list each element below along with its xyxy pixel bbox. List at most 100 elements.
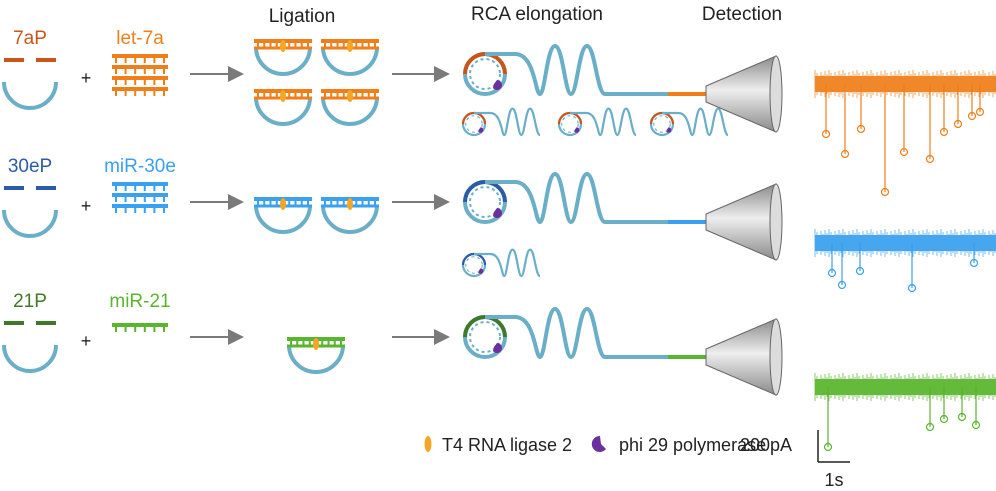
target-strand [112,54,168,63]
inner-strand [469,321,501,353]
event-marker [925,154,935,164]
target-label: miR-21 [109,291,170,312]
row-7ap: 7aP+let-7a [2,28,712,126]
event-marker [925,422,935,432]
event-marker [975,107,985,117]
inner-strand [469,186,501,218]
event-marker [907,283,917,293]
ligated-complex [321,89,379,126]
plus-sign: + [81,68,92,88]
rca-complex-small [461,248,541,278]
legend-ligase-label: T4 RNA ligase 2 [442,435,572,455]
ligated-complex [287,337,345,374]
rca-complex [463,306,607,360]
probe-bowl [2,81,58,110]
nanopore-cone [705,183,777,261]
inner-strand [653,115,671,133]
current-trace [814,70,996,197]
ligase-icon [280,90,286,102]
event-marker [837,280,847,290]
rca-complex-small [461,107,541,137]
event-marker [939,127,949,137]
rca-product [474,248,541,278]
rca-product [485,43,607,97]
inner-strand [465,115,483,133]
target-strand [112,76,168,85]
current-trace [814,229,996,293]
rca-product [662,107,729,137]
ligated-complex [321,197,379,234]
ligase-icon [313,338,319,350]
rca-product [485,171,607,225]
row-21p: 21P+miR-21 [2,291,712,374]
polymerase-icon [574,127,580,133]
nanopore-cone [705,318,777,396]
rca-complex [463,171,607,225]
inner-strand [469,58,501,90]
nanopore [705,183,783,261]
probe-bowl [254,204,312,234]
ligated-complex [254,197,312,234]
cone-rim [769,318,783,396]
rca-product [485,306,607,360]
current-trace [814,373,996,452]
polymerase-icon [493,80,502,90]
event-marker [855,266,865,276]
event-marker [821,129,831,139]
inner-strand [465,256,483,274]
noise-lines [814,229,996,257]
scale-bar: 200pA 1s [740,430,850,490]
probe-label: 30eP [8,156,52,177]
legend: T4 RNA ligase 2 phi 29 polymerase [424,435,766,455]
probe-bowl [254,46,312,76]
event-marker [971,420,981,430]
ligase-icon [347,198,353,210]
event-marker [823,442,833,452]
target-strand [112,65,168,74]
target-strand [112,323,168,332]
target-strand [112,204,168,213]
ligated-complex [254,39,312,76]
event-marker [880,187,890,197]
ligated-complex [254,89,312,126]
ligase-icon [347,40,353,52]
polymerase-icon [478,268,484,274]
ligase-icon [424,436,432,452]
row-30ep: 30eP+miR-30e [2,156,712,238]
plus-sign: + [81,196,92,216]
event-marker [957,412,967,422]
scale-time-label: 1s [824,470,843,490]
event-marker [827,268,837,278]
probe-bowl [287,344,345,374]
event-marker [856,124,866,134]
probe-bowl [321,46,379,76]
header-rca-elongation: RCA elongation [471,4,603,25]
probe-bowl [321,204,379,234]
cone-rim [769,183,783,261]
nanopore [705,318,783,396]
polymerase-icon [591,435,606,452]
nanopore-cone [705,55,777,133]
ligase-icon [280,40,286,52]
inner-strand [561,115,579,133]
event-marker [899,147,909,157]
polymerase-icon [493,208,502,218]
header-ligation: Ligation [269,6,336,27]
event-marker [967,111,977,121]
polymerase-icon [666,127,672,133]
ligase-icon [347,90,353,102]
probe-bowl [2,344,58,373]
probe-label: 21P [13,291,47,312]
target-strand [112,182,168,191]
probe-bowl [2,209,58,238]
rca-complex [463,43,607,97]
header-detection: Detection [702,4,782,25]
scale-current-label: 200pA [740,435,792,455]
noise-lines [814,373,996,401]
event-marker [840,149,850,159]
probe-bowl [254,96,312,126]
polymerase-icon [478,127,484,133]
probe-label: 7aP [13,28,47,49]
